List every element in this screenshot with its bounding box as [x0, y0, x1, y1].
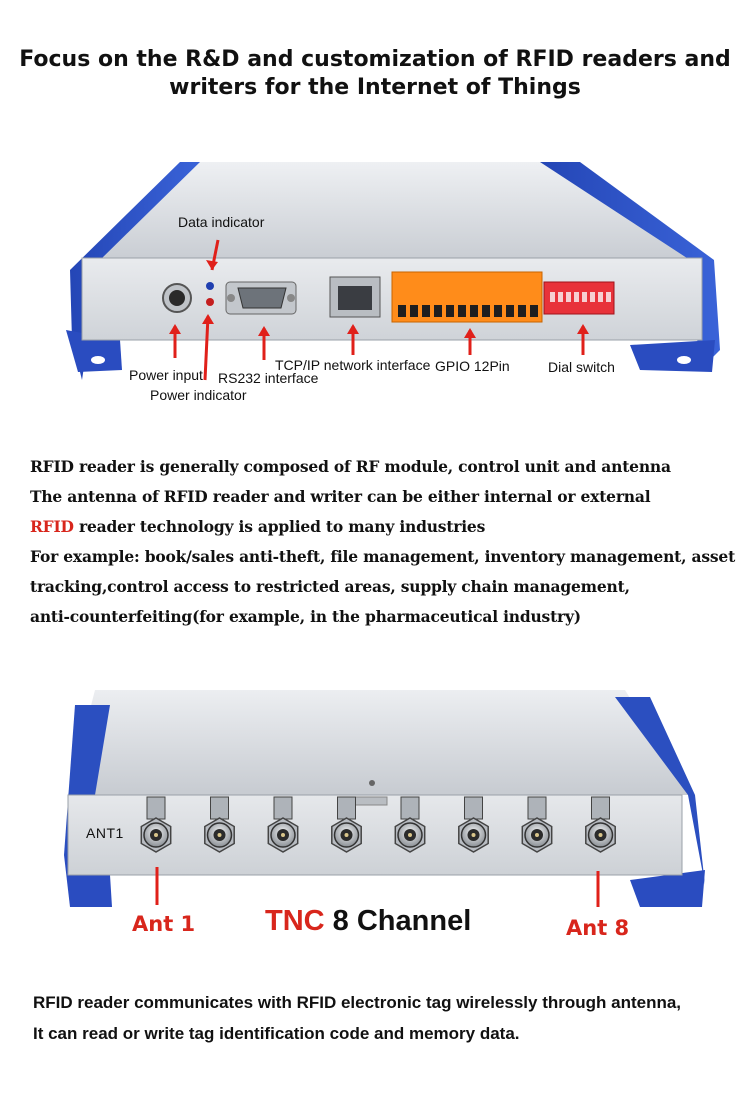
tnc-label-red: TNC	[265, 905, 325, 937]
description-line-5: tracking,control access to restricted ar…	[30, 577, 630, 596]
callout-power-input: Power input	[129, 367, 203, 383]
label-ant-8: Ant 8	[566, 916, 630, 940]
footer-line-1: RFID reader communicates with RFID elect…	[33, 993, 682, 1012]
tnc-connector	[267, 796, 299, 853]
case-top	[82, 162, 700, 260]
tnc-connector	[521, 796, 553, 853]
description-line-3-rest: reader technology is applied to many ind…	[73, 517, 486, 536]
tnc-connectors	[140, 796, 616, 853]
reader-rear-panel-illustration	[66, 162, 720, 381]
tnc-connector	[331, 796, 362, 853]
description-line-3: RFID reader technology is applied to man…	[30, 512, 730, 542]
tnc-connector	[204, 796, 235, 853]
tnc-label-black: 8 Channel	[324, 905, 472, 937]
reader-rear-panel-photo: Data indicator Power input RS232 interfa…	[0, 140, 750, 410]
footer-line-2: It can read or write tag identification …	[33, 1024, 520, 1043]
data-led	[206, 282, 214, 290]
description-line-2: The antenna of RFID reader and writer ca…	[30, 487, 651, 506]
tnc-channel-label: TNC 8 Channel	[265, 905, 471, 938]
tnc-connector	[585, 796, 616, 853]
callout-dial-switch: Dial switch	[548, 359, 615, 375]
tnc-connector	[458, 796, 489, 853]
callout-tcpip: TCP/IP network interface	[275, 357, 431, 373]
case-top-2	[68, 690, 690, 795]
tnc-connector	[140, 796, 172, 853]
reader-antenna-panel-illustration	[64, 690, 705, 907]
right-foot	[630, 340, 715, 372]
description-line-6: anti-counterfeiting(for example, in the …	[30, 607, 581, 626]
arrow-power-indicator	[203, 315, 210, 381]
callout-rs232: RS232 interface	[218, 370, 319, 386]
rs232-port	[237, 287, 287, 309]
right-bracket-2	[615, 697, 705, 885]
port-label-ant1: ANT1	[86, 825, 124, 841]
description-line-4: For example: book/sales anti-theft, file…	[30, 547, 736, 566]
footer-text: RFID reader communicates with RFID elect…	[33, 987, 733, 1049]
description-line-1: RFID reader is generally composed of RF …	[30, 457, 671, 476]
label-ant-1: Ant 1	[132, 912, 196, 936]
description-paragraph: RFID reader is generally composed of RF …	[30, 452, 736, 632]
callout-gpio: GPIO 12Pin	[435, 358, 510, 374]
power-led	[206, 298, 214, 306]
page-headline: Focus on the R&D and customization of RF…	[0, 46, 750, 102]
callout-power-indicator: Power indicator	[150, 387, 247, 403]
reader-antenna-panel-photo: ANT1 Ant 1 Ant 8	[0, 685, 750, 955]
rfid-highlight: RFID	[30, 517, 74, 536]
headline-line-2: writers for the Internet of Things	[169, 75, 581, 100]
headline-line-1: Focus on the R&D and customization of RF…	[19, 47, 731, 72]
right-foot-2	[630, 870, 705, 907]
tnc-connector	[394, 796, 426, 853]
callout-data-indicator: Data indicator	[178, 214, 265, 230]
